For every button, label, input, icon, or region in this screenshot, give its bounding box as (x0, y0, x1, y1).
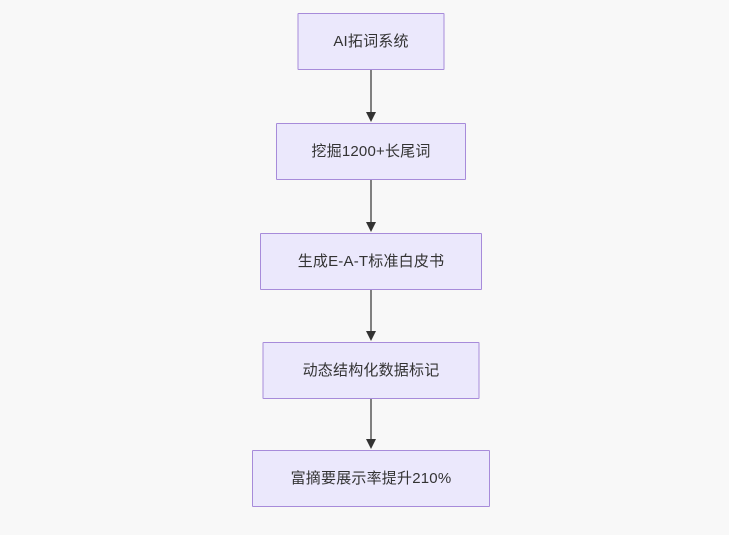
flow-edge-connector (363, 70, 379, 123)
flow-node-label: 动态结构化数据标记 (302, 362, 440, 379)
flow-node-label: 富摘要展示率提升210% (290, 470, 452, 487)
flow-node-label: AI拓词系统 (333, 33, 409, 50)
flow-edge-connector (363, 290, 379, 342)
flow-edge-connector (363, 180, 379, 233)
flow-node-mine-longtail-keywords[interactable]: 挖掘1200+长尾词 (276, 123, 466, 180)
flow-node-rich-snippet-impression-uplift[interactable]: 富摘要展示率提升210% (252, 450, 490, 507)
flow-node-ai-keyword-system[interactable]: AI拓词系统 (297, 13, 445, 70)
flow-node-label: 生成E-A-T标准白皮书 (297, 253, 445, 270)
flow-node-label: 挖掘1200+长尾词 (311, 143, 431, 160)
flow-edge-connector (363, 399, 379, 450)
flow-node-generate-eat-whitepaper[interactable]: 生成E-A-T标准白皮书 (260, 233, 482, 290)
flow-node-dynamic-structured-data-markup[interactable]: 动态结构化数据标记 (262, 342, 480, 399)
